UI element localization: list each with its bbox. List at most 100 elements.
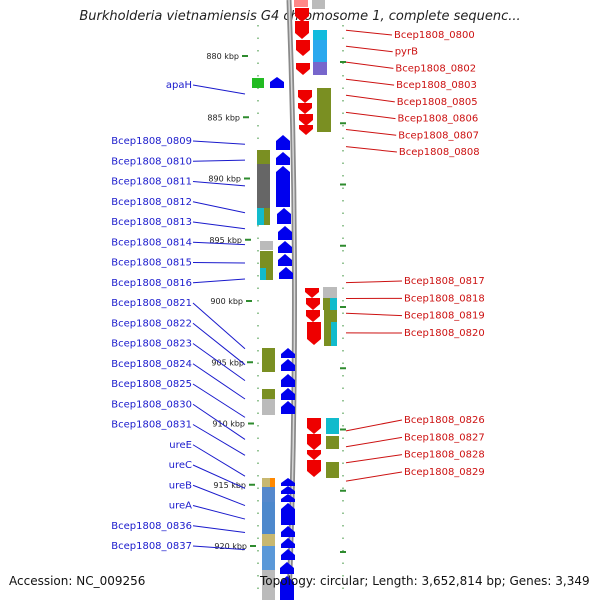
feature-block[interactable]: [323, 298, 330, 310]
gene-arrow[interactable]: [298, 103, 312, 114]
gene-label[interactable]: Bcep1808_0831: [111, 420, 192, 431]
feature-block[interactable]: [326, 418, 339, 434]
feature-block[interactable]: [312, 0, 325, 9]
gene-arrow[interactable]: [307, 460, 321, 477]
gene-arrow[interactable]: [307, 450, 321, 460]
gene-arrow[interactable]: [307, 418, 321, 434]
gene-label[interactable]: Bcep1808_0830: [111, 399, 192, 410]
gene-label[interactable]: Bcep1808_0821: [111, 298, 192, 309]
gene-arrow[interactable]: [306, 298, 320, 310]
gene-label[interactable]: Bcep1808_0829: [404, 467, 485, 478]
gene-label[interactable]: Bcep1808_0822: [111, 318, 192, 329]
feature-block[interactable]: [262, 348, 275, 372]
gene-arrow[interactable]: [299, 114, 313, 126]
gene-arrow[interactable]: [298, 90, 312, 103]
gene-label[interactable]: Bcep1808_0808: [399, 147, 480, 158]
gene-label[interactable]: Bcep1808_0826: [404, 415, 485, 426]
feature-block[interactable]: [252, 78, 264, 88]
gene-arrow[interactable]: [296, 63, 310, 75]
gene-label[interactable]: Bcep1808_0825: [111, 379, 192, 390]
gene-label[interactable]: Bcep1808_0805: [397, 97, 478, 108]
gene-label[interactable]: Bcep1808_0809: [111, 136, 192, 147]
gene-label[interactable]: Bcep1808_0818: [404, 293, 485, 304]
feature-block[interactable]: [326, 436, 339, 449]
feature-block[interactable]: [270, 478, 275, 487]
gene-label[interactable]: Bcep1808_0816: [111, 278, 192, 289]
feature-block[interactable]: [262, 478, 275, 487]
feature-block[interactable]: [262, 487, 275, 502]
feature-block[interactable]: [262, 399, 275, 415]
feature-block[interactable]: [262, 502, 275, 534]
gene-arrow[interactable]: [281, 549, 295, 560]
gene-label[interactable]: Bcep1808_0802: [395, 63, 476, 74]
feature-block[interactable]: [266, 268, 273, 280]
gene-arrow[interactable]: [270, 77, 284, 88]
gene-label[interactable]: Bcep1808_0803: [396, 80, 477, 91]
gene-label[interactable]: Bcep1808_0820: [404, 328, 485, 339]
gene-label[interactable]: ureA: [169, 501, 192, 512]
gene-arrow[interactable]: [295, 21, 309, 39]
gene-arrow[interactable]: [281, 401, 295, 414]
feature-block[interactable]: [331, 322, 337, 346]
gene-arrow[interactable]: [279, 267, 293, 279]
gene-label[interactable]: Bcep1808_0823: [111, 339, 192, 350]
feature-block[interactable]: [317, 88, 331, 132]
gene-label[interactable]: Bcep1808_0837: [111, 541, 192, 552]
gene-arrow[interactable]: [276, 152, 290, 165]
feature-block[interactable]: [262, 546, 275, 570]
gene-arrow[interactable]: [278, 254, 292, 266]
gene-label[interactable]: ureB: [169, 480, 192, 491]
gene-arrow[interactable]: [278, 241, 292, 253]
gene-arrow[interactable]: [281, 359, 295, 371]
gene-label[interactable]: Bcep1808_0807: [398, 130, 479, 141]
gene-arrow[interactable]: [305, 288, 319, 298]
feature-block[interactable]: [257, 150, 270, 164]
feature-block[interactable]: [313, 30, 327, 40]
gene-label[interactable]: Bcep1808_0812: [111, 197, 192, 208]
gene-block[interactable]: [294, 0, 308, 7]
gene-arrow[interactable]: [280, 576, 294, 600]
gene-arrow[interactable]: [280, 562, 294, 574]
feature-block[interactable]: [262, 570, 275, 600]
gene-arrow[interactable]: [281, 388, 295, 400]
gene-label[interactable]: Bcep1808_0827: [404, 432, 485, 443]
gene-label[interactable]: ureC: [169, 460, 192, 471]
feature-block[interactable]: [313, 62, 327, 75]
feature-block[interactable]: [264, 208, 270, 225]
gene-arrow[interactable]: [281, 538, 295, 548]
gene-arrow[interactable]: [307, 434, 321, 450]
gene-label[interactable]: ureE: [169, 440, 192, 451]
feature-block[interactable]: [257, 164, 270, 208]
feature-block[interactable]: [260, 241, 273, 250]
feature-block[interactable]: [257, 208, 264, 225]
feature-block[interactable]: [330, 298, 337, 310]
gene-arrow[interactable]: [276, 135, 290, 150]
gene-arrow[interactable]: [276, 166, 290, 207]
gene-label[interactable]: Bcep1808_0828: [404, 450, 485, 461]
feature-block[interactable]: [324, 310, 337, 322]
feature-block[interactable]: [260, 251, 273, 268]
gene-label[interactable]: Bcep1808_0815: [111, 258, 192, 269]
gene-label[interactable]: Bcep1808_0819: [404, 311, 485, 322]
gene-label[interactable]: Bcep1808_0806: [398, 114, 479, 125]
gene-arrow[interactable]: [277, 208, 291, 224]
gene-label[interactable]: Bcep1808_0836: [111, 521, 192, 532]
gene-arrow[interactable]: [281, 526, 295, 537]
gene-arrow[interactable]: [278, 226, 292, 240]
gene-label[interactable]: Bcep1808_0817: [404, 276, 485, 287]
gene-arrow[interactable]: [306, 310, 320, 322]
gene-arrow[interactable]: [281, 503, 295, 525]
feature-block[interactable]: [313, 40, 327, 62]
gene-arrow[interactable]: [281, 486, 295, 494]
feature-block[interactable]: [260, 268, 266, 280]
gene-label[interactable]: pyrB: [395, 47, 418, 58]
feature-block[interactable]: [324, 322, 331, 346]
gene-arrow[interactable]: [299, 125, 313, 135]
feature-block[interactable]: [262, 389, 275, 399]
gene-label[interactable]: Bcep1808_0813: [111, 217, 192, 228]
gene-label[interactable]: Bcep1808_0814: [111, 237, 192, 248]
feature-block[interactable]: [326, 462, 339, 478]
gene-label[interactable]: Bcep1808_0824: [111, 359, 192, 370]
feature-block[interactable]: [262, 534, 275, 546]
gene-arrow[interactable]: [281, 374, 295, 387]
